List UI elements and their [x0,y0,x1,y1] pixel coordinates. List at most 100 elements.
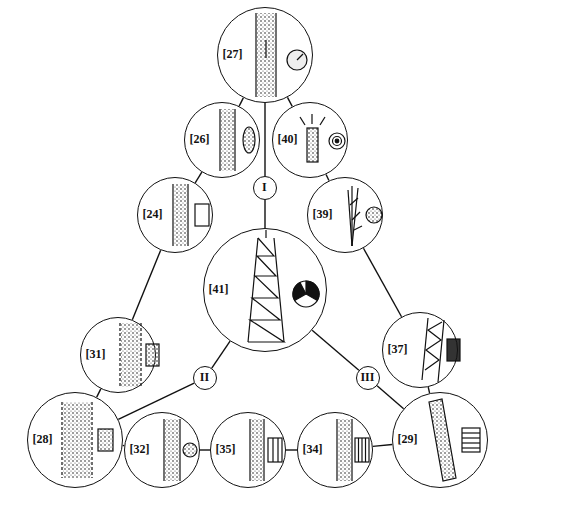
hatch [462,437,480,438]
striped-symbol [268,438,282,462]
connector-line [239,98,243,106]
sector-fill [293,283,306,301]
flow-arrow [265,40,266,58]
callout-number: [39] [312,208,332,220]
connector-line [377,386,404,409]
illustration-circle: [35] [210,412,286,488]
illustration-circle: [39] [307,177,383,253]
ray [320,117,325,125]
chimney [307,128,318,162]
tube-figure [220,109,255,171]
callout-number: [31] [85,348,105,360]
tube-figure [250,419,282,481]
stippled-band [63,402,91,478]
illustration-circle: [27] [217,7,313,103]
illustration-circle: [28] [27,392,123,488]
connector-line [326,174,329,180]
wall-line [61,402,62,478]
numeral-circle: II [193,366,217,390]
callout-number: [37] [387,343,407,355]
connector-line [363,248,401,317]
connector-line [264,103,265,176]
ray [300,117,305,125]
hatched-symbol [462,428,480,452]
stippled-band [221,109,234,171]
plant-figure [348,186,382,246]
wall-line [163,419,164,481]
connector-line [97,389,101,397]
connector-line [373,445,392,447]
target-symbol [329,133,345,149]
stripe [361,438,362,462]
spiral-figure [422,318,460,382]
dark-symbol [447,339,460,361]
oval-symbol [243,127,255,153]
tower-lattice [248,238,284,342]
striped-symbol [355,438,369,462]
leaf [350,198,358,205]
callout-number: [27] [222,48,242,60]
wall-line [219,109,220,171]
connector-line [200,449,210,450]
connector-line [132,250,160,320]
connector-line [212,341,230,368]
dot-symbol [366,207,382,223]
wall-line [187,184,188,246]
spiral-line [425,322,442,370]
wall-line [91,402,92,478]
wall-line [351,419,352,481]
illustration-circle: [26] [184,102,260,178]
stripe [365,438,366,462]
stripe [358,438,359,462]
section-numeral: I [262,181,267,193]
ray [311,114,312,124]
tower-leg [248,238,258,342]
numeral-circle: I [253,176,277,200]
callout-number: [35] [215,443,235,455]
wall-line [172,184,173,246]
illustration-circle: [29] [392,392,488,488]
connector-line [286,449,297,450]
callout-number: [34] [302,443,322,455]
hatch [462,432,480,433]
callout-number: [29] [397,433,417,445]
connector-line [118,383,194,419]
tube-figure [62,402,113,478]
callout-number: [26] [189,133,209,145]
section-numeral: III [360,371,374,383]
illustration-circle: [40] [272,102,348,178]
wall-line [249,419,250,481]
sector-fill [306,281,319,301]
gauge-symbol [287,50,307,70]
wall-line [179,419,180,481]
gauge-needle [297,54,303,60]
stippled-band [174,184,187,246]
illustration-circle: [24] [137,177,213,253]
callout-number: [28] [32,433,52,445]
callout-number: [32] [129,443,149,455]
callout-number: [24] [142,208,162,220]
stippled-band [121,323,140,387]
wall-line [140,323,141,387]
slope-figure [429,399,480,481]
hatch [462,447,480,448]
numeral-circle: III [356,366,380,390]
tower-top [265,230,266,238]
illustration-circle: [41] [203,228,327,352]
connector-line [312,330,359,370]
tube-figure [164,419,197,481]
wall-line [275,13,276,97]
illustration-circle: [37] [382,312,458,388]
connector-line [287,97,292,106]
dot-symbol [183,443,197,457]
wall-line [438,320,444,382]
rect-symbol [98,429,113,451]
stripe [277,438,278,462]
connector-line [195,172,202,183]
hatch [462,442,480,443]
wall-line [263,419,264,481]
leaf [352,212,360,220]
tube-figure [337,419,369,481]
